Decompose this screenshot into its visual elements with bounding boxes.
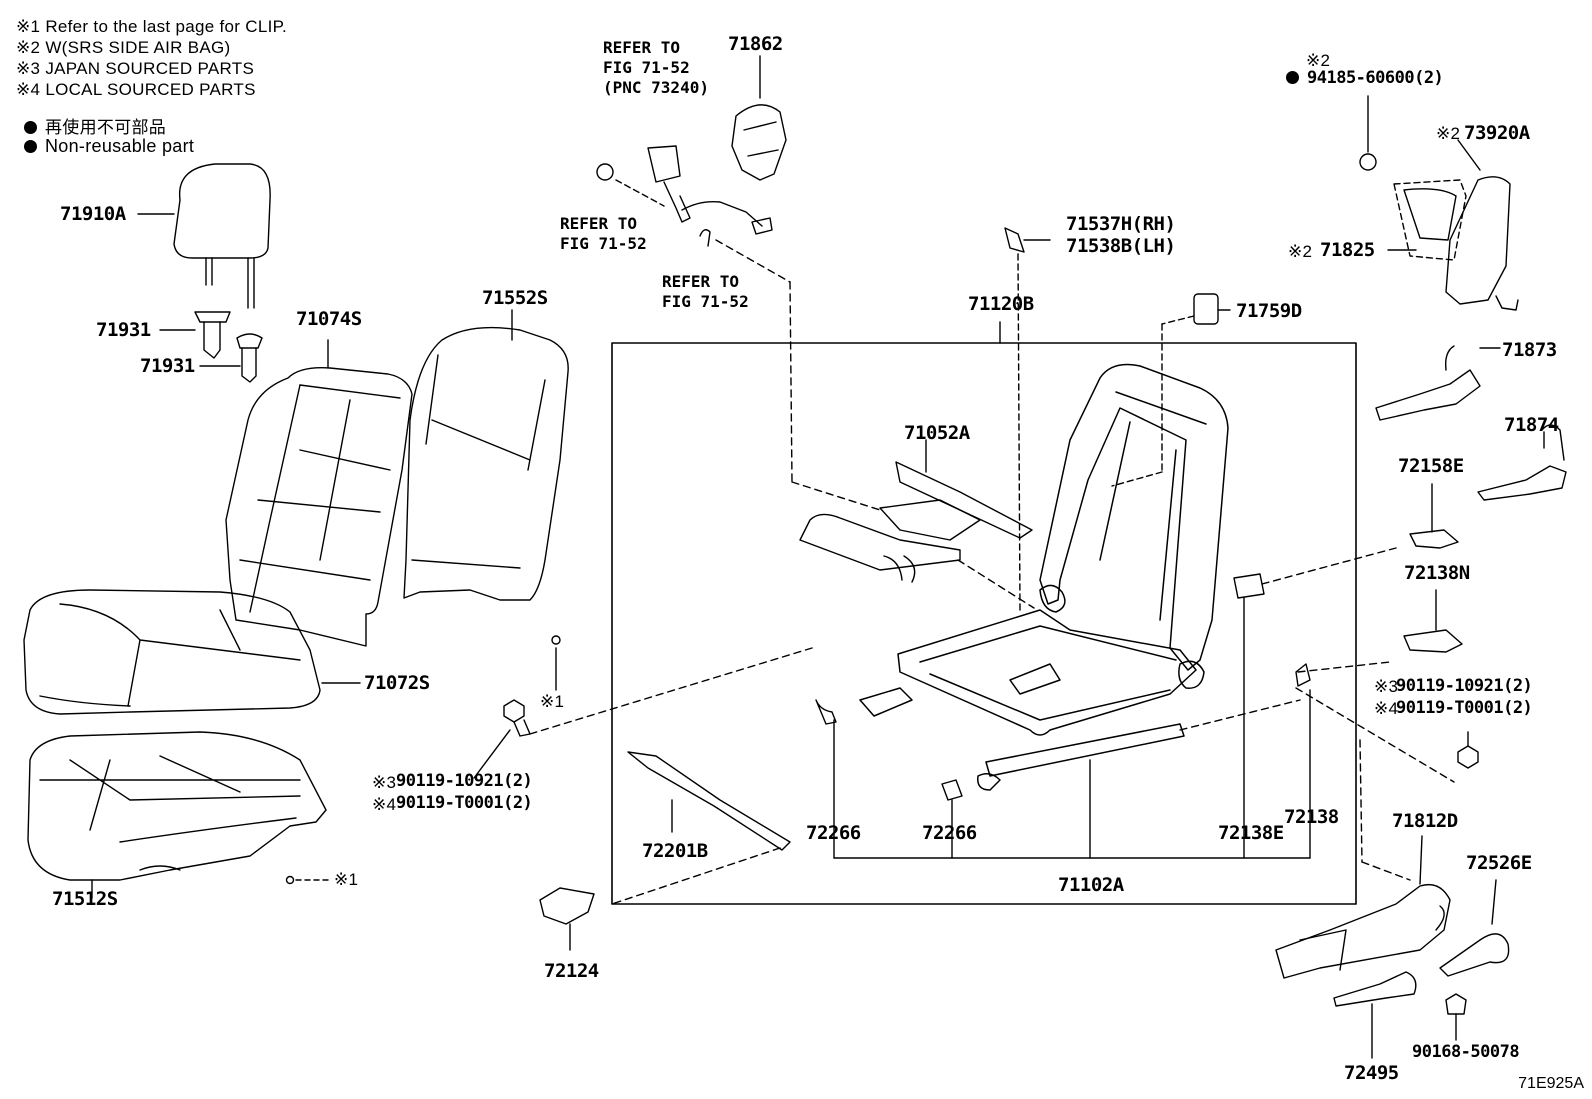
seatback-board-drawing bbox=[404, 310, 568, 600]
part-71537H[interactable]: 71537H(RH) bbox=[1066, 213, 1176, 235]
mark-2-nut: ※2 bbox=[1306, 51, 1331, 70]
part-71812D[interactable]: 71812D bbox=[1392, 810, 1458, 832]
part-72266-b[interactable]: 72266 bbox=[922, 822, 977, 844]
part-71931-b[interactable]: 71931 bbox=[140, 355, 195, 377]
bolt-left-drawing bbox=[474, 648, 812, 778]
note-3: ※3 JAPAN SOURCED PARTS bbox=[16, 59, 255, 78]
part-94185-60600[interactable]: 94185-60600(2) bbox=[1286, 68, 1444, 88]
lever-72495-drawing bbox=[1334, 972, 1416, 1058]
part-71074S[interactable]: 71074S bbox=[296, 308, 362, 330]
seat-spring-drawing bbox=[800, 440, 1032, 582]
seatback-cover-drawing bbox=[226, 340, 412, 646]
bracket-72124-drawing bbox=[540, 888, 594, 924]
part-72138[interactable]: 72138 bbox=[1284, 806, 1339, 828]
note-2: ※2 W(SRS SIDE AIR BAG) bbox=[16, 38, 231, 57]
part-72138N[interactable]: 72138N bbox=[1404, 562, 1470, 584]
part-71538B[interactable]: 71538B(LH) bbox=[1066, 235, 1176, 257]
headrest-drawing bbox=[138, 164, 270, 308]
mark-4-left: ※4 bbox=[372, 795, 397, 814]
part-71512S[interactable]: 71512S bbox=[52, 888, 118, 910]
seat-cushion-cover-drawing bbox=[24, 590, 360, 714]
pad-72158E-drawing bbox=[1410, 530, 1458, 548]
part-71873[interactable]: 71873 bbox=[1502, 339, 1557, 361]
seat-side-clip-drawing bbox=[1005, 228, 1024, 252]
refer-to-fig-1: REFER TO FIG 71-52 (PNC 73240) bbox=[603, 38, 709, 97]
seat-cushion-pad-drawing bbox=[28, 732, 326, 898]
part-71102A[interactable]: 71102A bbox=[1058, 874, 1124, 896]
part-72124[interactable]: 72124 bbox=[544, 960, 599, 982]
latch-assembly-drawing bbox=[1376, 346, 1566, 500]
assembly-frame-box bbox=[612, 343, 1356, 904]
part-72158E[interactable]: 72158E bbox=[1398, 455, 1464, 477]
note-4: ※4 LOCAL SOURCED PARTS bbox=[16, 80, 256, 99]
lever-knob-drawing bbox=[1194, 294, 1218, 324]
part-72138E[interactable]: 72138E bbox=[1218, 822, 1284, 844]
side-cover-drawing bbox=[1276, 836, 1450, 978]
non-reusable-dot-icon bbox=[1286, 71, 1299, 84]
part-71072S[interactable]: 71072S bbox=[364, 672, 430, 694]
seat-wire-drawing bbox=[628, 752, 790, 850]
part-72201B[interactable]: 72201B bbox=[642, 840, 708, 862]
note-1: ※1 Refer to the last page for CLIP. bbox=[16, 17, 288, 36]
pad-72138N-drawing bbox=[1404, 630, 1462, 652]
mark-3-left: ※3 bbox=[372, 773, 397, 792]
mark-2-bracket: ※2 bbox=[1288, 242, 1313, 261]
part-71759D[interactable]: 71759D bbox=[1236, 300, 1302, 322]
part-71910A[interactable]: 71910A bbox=[60, 203, 126, 225]
headrest-support-drawing bbox=[160, 312, 262, 382]
part-90119-T0001-right[interactable]: 90119-T0001(2) bbox=[1396, 698, 1533, 718]
clip-72138E-drawing bbox=[1234, 574, 1264, 598]
lever-72526E-drawing bbox=[1440, 880, 1509, 976]
figure-id: 71E925A bbox=[1518, 1075, 1584, 1092]
part-90119-T0001-left[interactable]: 90119-T0001(2) bbox=[396, 793, 533, 813]
leader-dashed-lines bbox=[612, 548, 1454, 904]
mark-1-clip-b: ※1 bbox=[334, 870, 359, 889]
part-71052A[interactable]: 71052A bbox=[904, 422, 970, 444]
part-90168-50078[interactable]: 90168-50078 bbox=[1412, 1042, 1520, 1062]
seat-belt-buckle-drawing bbox=[597, 146, 880, 510]
nut-drawing bbox=[1360, 154, 1376, 170]
part-71120B[interactable]: 71120B bbox=[968, 293, 1034, 315]
clip-72138-drawing bbox=[1296, 664, 1310, 686]
part-71862[interactable]: 71862 bbox=[728, 33, 783, 55]
part-72266-a[interactable]: 72266 bbox=[806, 822, 861, 844]
bolt-right-drawing bbox=[1458, 746, 1478, 768]
part-90119-10921-right[interactable]: 90119-10921(2) bbox=[1396, 676, 1533, 696]
mark-3-right: ※3 bbox=[1374, 677, 1399, 696]
non-reusable-dot-icon bbox=[24, 140, 37, 153]
side-airbag-drawing bbox=[1388, 140, 1518, 310]
mark-4-right: ※4 bbox=[1374, 699, 1399, 718]
mark-1-clip-a: ※1 bbox=[540, 692, 565, 711]
non-reusable-dot-icon bbox=[24, 121, 37, 134]
part-71874[interactable]: 71874 bbox=[1504, 414, 1559, 436]
part-73920A[interactable]: 73920A bbox=[1464, 122, 1530, 144]
refer-to-fig-3: REFER TO FIG 71-52 bbox=[662, 272, 749, 311]
part-72495[interactable]: 72495 bbox=[1344, 1062, 1399, 1084]
clip-72266-a bbox=[816, 700, 836, 724]
part-90119-10921-left[interactable]: 90119-10921(2) bbox=[396, 771, 533, 791]
clip-72266-b bbox=[942, 780, 962, 800]
part-72526E[interactable]: 72526E bbox=[1466, 852, 1532, 874]
belt-anchor-cover-drawing bbox=[732, 56, 786, 180]
mark-2-airbag: ※2 bbox=[1436, 124, 1461, 143]
legend-en: Non-reusable part bbox=[24, 136, 194, 157]
seat-frame-drawing bbox=[860, 365, 1228, 791]
part-71552S[interactable]: 71552S bbox=[482, 287, 548, 309]
part-71825[interactable]: 71825 bbox=[1320, 239, 1375, 261]
part-71931-a[interactable]: 71931 bbox=[96, 319, 151, 341]
legend-jp: 再使用不可部品 bbox=[24, 113, 166, 138]
screw-90168-drawing bbox=[1446, 994, 1466, 1014]
refer-to-fig-2: REFER TO FIG 71-52 bbox=[560, 214, 647, 253]
